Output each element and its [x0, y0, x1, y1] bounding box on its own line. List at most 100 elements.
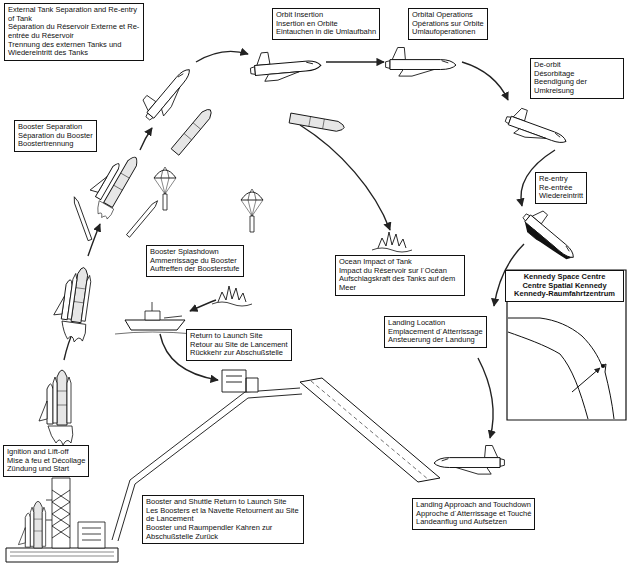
stage-label-text: Impact du Réservoir sur l´Océan: [339, 267, 461, 276]
orbiter: [518, 204, 584, 265]
orbiter: [434, 446, 504, 475]
booster: [42, 507, 45, 546]
stage-label-text: Eintauchen in die Umlaufbahn: [276, 28, 376, 37]
booster: [67, 273, 77, 319]
shuttle-stack: [39, 370, 67, 425]
splash: [372, 232, 412, 252]
flow-arc: [326, 61, 384, 62]
stage-label-text: Booster and Shuttle Return to Launch Sit…: [146, 498, 300, 507]
heat-shield: [521, 219, 573, 265]
stage-label-box: Ocean Impact of TankImpact du Réservoir …: [335, 255, 465, 296]
stage-label-text: Séparation du Réservoir Externe et Re-en…: [8, 23, 140, 40]
booster: [72, 196, 91, 241]
orbiter: [249, 48, 322, 83]
booster: [30, 507, 33, 546]
stage-label-text: Aufschlagskraft des Tanks auf dem Meer: [339, 275, 461, 292]
booster: [126, 199, 159, 237]
shuttle-stack: [18, 501, 42, 548]
flow-arc: [478, 358, 493, 438]
stage-label-box: Return to Launch SiteRetour au Site de L…: [186, 329, 292, 361]
stage-label-text: Wiedereintritt: [539, 192, 583, 201]
stage-label-text: Zündung und Start: [7, 465, 85, 474]
flow-arc: [462, 62, 508, 100]
stage-label-text: Orbit Insertion: [276, 11, 376, 20]
stage-label-text: Landing Location: [388, 319, 483, 328]
stage-label-box: External Tank Separation and Re-entry of…: [4, 3, 144, 61]
stage-label-text: Auftreffen der Boosterstufe: [150, 265, 240, 274]
stage-label-text: Beendigung der Umkreisung: [534, 78, 620, 95]
stage-label-text: Centre Spatial Kennedy: [509, 282, 620, 291]
runway-centreline: [311, 381, 429, 480]
tank-fall-arc: [300, 125, 390, 230]
stage-label-box: De-orbitDésorbitageBeendigung der Umkrei…: [530, 58, 624, 99]
shuttle-stack: [88, 146, 140, 208]
stage-label-text: External Tank Separation and Re-entry of…: [8, 6, 140, 23]
external-tank: [289, 113, 345, 132]
stage-label-text: Re-entrée: [539, 184, 583, 193]
booster: [81, 275, 91, 321]
stage-label-text: Insertion en Orbite: [276, 20, 376, 29]
stage-label-text: Emplacement d´Atterrissage: [388, 328, 483, 337]
stage-label-box: Landing Approach and TouchdownApproche d…: [412, 498, 535, 530]
flow-arc: [140, 128, 152, 150]
parachute: [241, 189, 263, 232]
stage-label-text: Kennedy-Raumfahrtzentrum: [509, 290, 620, 299]
stage-label-box: Ignition and Lift-offMise à feu et Décol…: [3, 445, 89, 477]
stage-label-text: Opérations sur Orbite: [412, 20, 484, 29]
stage-label-box: Orbit InsertionInsertion en OrbiteEintau…: [272, 8, 380, 40]
flow-arc: [196, 51, 248, 62]
launch-platform: [6, 548, 118, 562]
stage-label-box: Booster SeparationSéparation du BoosterB…: [14, 120, 97, 152]
launch-tower: [46, 478, 70, 548]
stage-label-text: Booster und Raumpendler Kahren zur Absch…: [146, 524, 300, 541]
shuttle-stack: [18, 501, 45, 548]
stage-label-text: Landing Approach and Touchdown: [416, 501, 531, 510]
coastline: [508, 332, 588, 419]
stage-label-text: Ocean Impact of Tank: [339, 258, 461, 267]
stage-label-text: Return to Launch Site: [190, 332, 288, 341]
orbiter: [136, 59, 197, 125]
stage-label-text: Désorbitage: [534, 70, 620, 79]
shuttle-stack: [81, 146, 142, 221]
stage-label-text: Booster Separation: [18, 123, 93, 132]
stage-label-text: Landeanflug und Aufsetzen: [416, 518, 531, 527]
recovery-ship: [125, 320, 185, 330]
map-frame: [507, 270, 626, 420]
stage-label-text: Retour au Site de Lancement: [190, 341, 288, 350]
stage-label-text: Ansteuerung der Landung: [388, 336, 483, 345]
stage-label-text: Re-entry: [539, 175, 583, 184]
launch-platform: [10, 552, 114, 556]
stage-label-text: Kennedy Space Centre: [509, 273, 620, 282]
stage-label-text: De-orbit: [534, 61, 620, 70]
orbiter: [386, 48, 456, 77]
exhaust-flame: [48, 426, 73, 445]
exhaust-flame: [59, 321, 86, 343]
stage-label-text: Trennung des externen Tanks und Wiederei…: [8, 41, 140, 58]
stage-label-text: Booster Splashdown: [150, 248, 240, 257]
stage-label-box: Kennedy Space CentreCentre Spatial Kenne…: [505, 270, 624, 302]
stage-label-text: Approche d´Atterrissage et Touché: [416, 510, 531, 519]
booster: [67, 377, 71, 423]
location-pointer: [572, 368, 600, 392]
orbiter: [502, 105, 571, 151]
stage-label-text: Séparation du Booster: [18, 132, 93, 141]
orbiter: [518, 204, 584, 265]
site-dot: [601, 364, 605, 368]
stage-label-text: Boostertrennung: [18, 140, 93, 149]
shuttle-stack: [50, 264, 94, 343]
pad-building: [78, 522, 105, 548]
stage-label-box: Booster and Shuttle Return to Launch Sit…: [142, 495, 304, 544]
recovery-arc: [190, 300, 216, 311]
stage-label-text: Mise à feu et Décollage: [7, 457, 85, 466]
water: [115, 332, 195, 334]
coastline: [508, 318, 614, 419]
stage-label-text: Ammerrissage du Booster: [150, 257, 240, 266]
splash: [212, 286, 252, 306]
stage-label-text: Orbital Operations: [412, 11, 484, 20]
booster: [53, 377, 57, 423]
stage-label-text: Umlaufoperationen: [412, 28, 484, 37]
stage-label-box: Re-entryRe-entréeWiedereintritt: [535, 172, 587, 204]
runway: [300, 378, 440, 482]
stage-label-text: Les Boosters et la Navette Retournent au…: [146, 507, 300, 524]
